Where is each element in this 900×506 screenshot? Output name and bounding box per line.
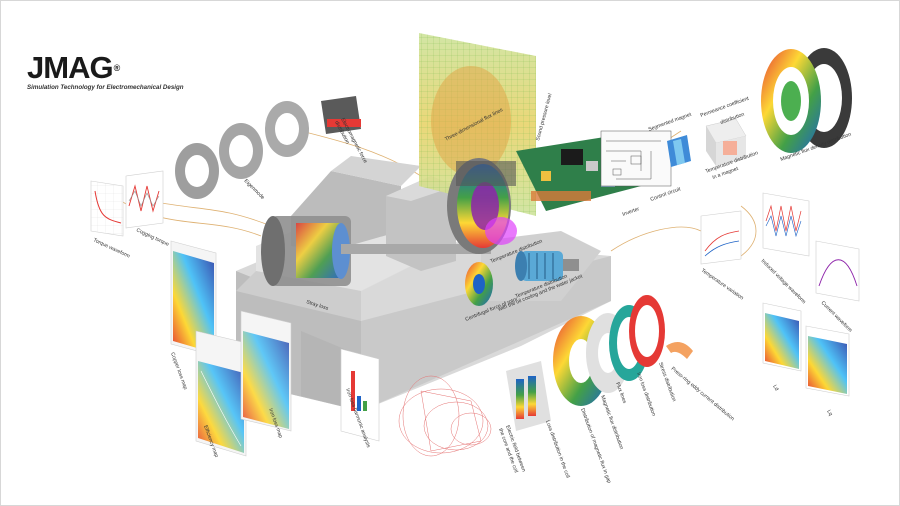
press-ring-piece	[666, 342, 693, 359]
iron-loss-harmonic-chart	[340, 348, 380, 442]
label-cogging-torque: Cogging torque	[135, 227, 170, 247]
segmented-magnet	[667, 135, 691, 167]
centrifugal-rotor	[465, 262, 493, 306]
label-iron-loss-distribution: Iron loss distribution	[635, 372, 656, 418]
magnetic-flux-density-rings	[761, 48, 852, 153]
ld-map	[762, 302, 802, 372]
label-distribution-gap: Distribution of magnetic flux in gap	[579, 408, 612, 485]
label-control-circuit: Control circuit	[650, 186, 682, 203]
label-segmented-magnet: Segmented magnet	[648, 112, 693, 133]
label-induced-voltage: Induced voltage waveform	[760, 258, 807, 305]
label-temperature-variation: Temperature variation	[700, 268, 745, 302]
label-ld: Ld	[771, 384, 779, 392]
torque-waveform-chart	[90, 180, 124, 237]
label-loss-distribution-coil: Loss distribution in the coil	[544, 420, 570, 479]
label-flux-lines: Flux lines	[614, 382, 627, 405]
coil-loss-block	[506, 361, 551, 431]
water-jacket-cylinder	[515, 251, 579, 281]
exploded-stator-discs	[553, 295, 665, 406]
eigenmode-stators	[175, 101, 309, 199]
temperature-magnet-cube	[705, 118, 747, 166]
label-inverter: Inverter	[622, 206, 641, 218]
registered-mark: ®	[113, 63, 121, 73]
copper-loss-map	[170, 240, 217, 357]
label-magnetic-flux-distribution: Magnetic flux distribution	[599, 395, 624, 451]
current-waveform-chart	[815, 240, 860, 302]
temperature-variation-chart	[700, 210, 742, 265]
label-current-waveform: Current waveform	[820, 300, 853, 333]
brand-name: JMAG	[27, 50, 114, 85]
lq-map	[805, 325, 850, 397]
temperature-core	[447, 158, 517, 254]
jmag-logo: JMAG® Simulation Technology for Electrom…	[27, 50, 184, 91]
control-circuit-diagram	[600, 130, 672, 187]
electromagnetic-force-coil	[321, 96, 361, 134]
brand-tagline: Simulation Technology for Electromechani…	[27, 84, 184, 91]
label-sound-pressure: Sound pressure level	[535, 93, 553, 142]
label-copper-loss-map: Copper loss map	[169, 352, 188, 391]
label-lq: Lq	[825, 409, 833, 417]
electric-field-wireframe	[398, 375, 492, 457]
label-press-ring: Press-ring eddy current distribution	[670, 366, 736, 422]
label-eigenmode: Eigenmode	[243, 178, 266, 201]
label-torque-waveform: Torque waveform	[92, 237, 131, 259]
iron-loss-map	[240, 310, 292, 432]
efficiency-map	[195, 330, 247, 457]
stray-loss-motor	[261, 216, 491, 286]
induced-voltage-chart	[762, 192, 810, 257]
cogging-torque-chart	[125, 170, 164, 229]
